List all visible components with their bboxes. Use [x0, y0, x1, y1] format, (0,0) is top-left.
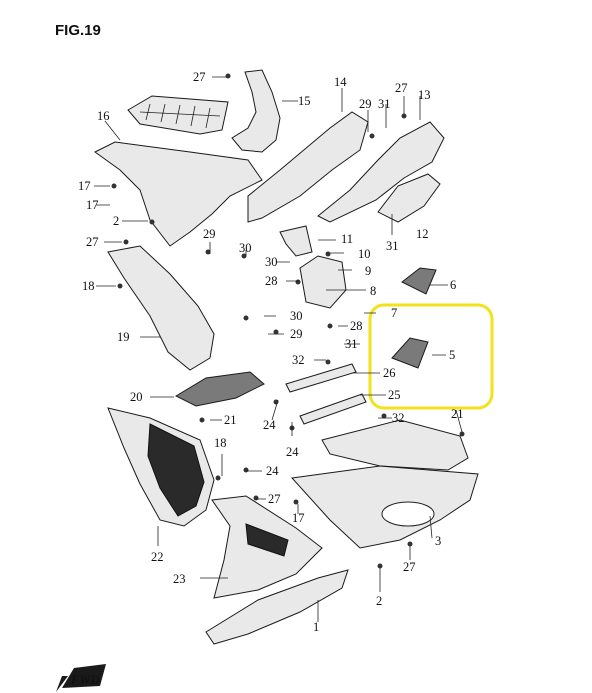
callout-29: 29: [290, 327, 303, 341]
callout-31: 31: [345, 337, 358, 351]
callout-15: 15: [298, 94, 311, 108]
callout-28: 28: [350, 319, 363, 333]
callout-27: 27: [395, 81, 408, 95]
part-3-lower-cowl: [290, 465, 479, 549]
part-long-belly-panel: [321, 419, 469, 471]
part-26-strip: [285, 363, 357, 393]
callout-30: 30: [265, 255, 278, 269]
callout-32: 32: [392, 411, 405, 425]
part-1-skid: [205, 569, 349, 645]
callout-17: 17: [292, 511, 305, 525]
part-12-handle-mount: [377, 173, 441, 223]
callout-10: 10: [358, 247, 371, 261]
callout-31: 31: [378, 97, 391, 111]
callout-31: 31: [386, 239, 399, 253]
callout-24: 24: [286, 445, 299, 459]
callout-6: 6: [450, 278, 456, 292]
callout-21: 21: [224, 413, 237, 427]
callout-1: 1: [313, 620, 319, 634]
callout-25: 25: [388, 388, 401, 402]
part-14-inner-panel: [247, 111, 369, 223]
callout-28: 28: [265, 274, 278, 288]
callout-12: 12: [416, 227, 429, 241]
callout-9: 9: [365, 264, 371, 278]
part-3-opening: [381, 501, 435, 527]
part-13-upper-bracket: [317, 121, 445, 223]
callout-18: 18: [214, 436, 227, 450]
callout-20: 20: [130, 390, 143, 404]
callout-21: 21: [451, 407, 464, 421]
callout-24: 24: [266, 464, 279, 478]
part-5-trim: [391, 337, 429, 369]
callout-2: 2: [113, 214, 119, 228]
callout-5: 5: [449, 348, 455, 362]
callout-27: 27: [86, 235, 99, 249]
callout-30: 30: [239, 241, 252, 255]
fwd-direction-badge: FWD: [56, 664, 106, 692]
grille-lattice: [139, 103, 221, 129]
fwd-label: FWD: [70, 673, 99, 687]
callout-14: 14: [334, 75, 347, 89]
callout-8: 8: [370, 284, 376, 298]
callout-labels: 2715142927311316171722729301110309288311…: [78, 70, 464, 634]
callout-27: 27: [403, 560, 416, 574]
callout-17: 17: [78, 179, 91, 193]
callout-22: 22: [151, 550, 164, 564]
callout-16: 16: [97, 109, 110, 123]
callout-27: 27: [268, 492, 281, 506]
part-20-lower-trim: [174, 371, 265, 407]
part-19-side-panel: [107, 245, 215, 371]
callout-27: 27: [193, 70, 206, 84]
part-23-mesh: [245, 523, 289, 557]
callout-32: 32: [292, 353, 305, 367]
callout-26: 26: [383, 366, 396, 380]
callout-24: 24: [263, 418, 276, 432]
part-15-bracket: [231, 69, 281, 153]
callout-29: 29: [359, 97, 372, 111]
callout-11: 11: [341, 232, 353, 246]
callout-30: 30: [290, 309, 303, 323]
part-16-side-cowl: [94, 141, 263, 247]
callout-17: 17: [86, 198, 99, 212]
callout-13: 13: [418, 88, 431, 102]
part-22-grille: [147, 423, 205, 517]
callout-3: 3: [435, 534, 441, 548]
callout-leaders: [94, 76, 463, 622]
fasteners: [111, 73, 465, 569]
part-11-clip: [279, 225, 313, 257]
figure-title: FIG.19: [55, 22, 101, 39]
callout-19: 19: [117, 330, 130, 344]
callout-7: 7: [391, 306, 397, 320]
callout-29: 29: [203, 227, 216, 241]
highlight-box: [368, 303, 494, 410]
part-25-strip: [299, 393, 367, 425]
part-9-cover: [299, 255, 347, 309]
callout-23: 23: [173, 572, 186, 586]
part-6-trim: [401, 267, 437, 295]
callout-18: 18: [82, 279, 95, 293]
callout-2: 2: [376, 594, 382, 608]
